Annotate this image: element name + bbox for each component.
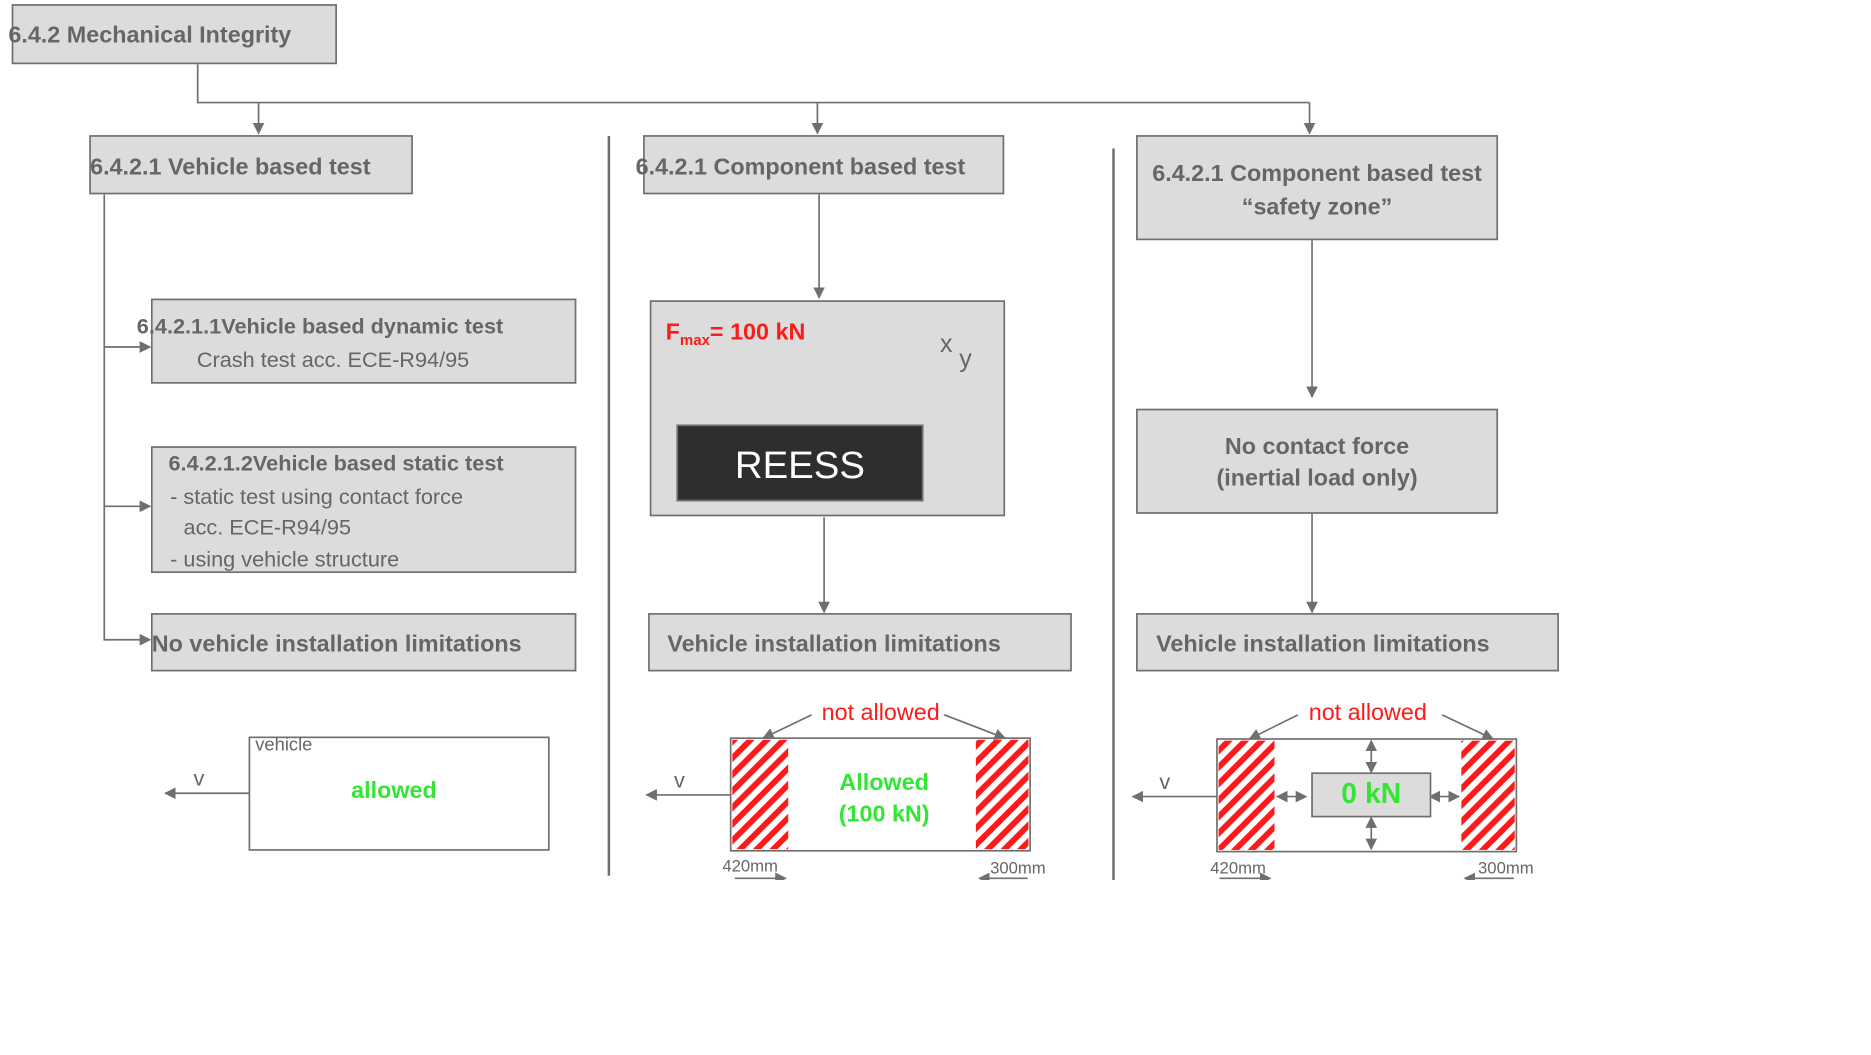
no-contact-box (1136, 408, 1499, 514)
col1-header: 6.4.2.1 Vehicle based test (90, 153, 371, 180)
pointer-left-col3 (1248, 714, 1299, 740)
diagram-canvas: 6.4.2 Mechanical Integrity 6.4.2.1 Vehic… (8, 4, 1559, 880)
hatch-zone-right-col3 (1461, 740, 1515, 850)
title-branch-line (196, 64, 1310, 104)
col3-limitation: Vehicle installation limitations (1156, 630, 1490, 657)
velocity-label-col3: v (1159, 769, 1171, 795)
static-test-box (150, 446, 577, 574)
zero-kn-label: 0 kN (1341, 778, 1402, 810)
dim-label-right-col3: 300mm (1478, 859, 1534, 878)
dynamic-test-box (150, 298, 577, 384)
hatch-zone-left-col3 (1218, 740, 1275, 850)
static-test-line-3: - using vehicle structure (170, 546, 400, 572)
pointer-right-col2 (943, 714, 1007, 740)
col3-header-line2: “safety zone” (1241, 193, 1393, 220)
velocity-label-col2: v (673, 767, 685, 793)
vehicle-outline-col1 (248, 736, 550, 851)
col2-limitation-box (648, 613, 1072, 672)
static-test-line-2: acc. ECE-R94/95 (183, 514, 352, 540)
col2-limitation: Vehicle installation limitations (667, 630, 1001, 657)
not-allowed-label-col3: not allowed (1308, 698, 1427, 725)
allowed-label-col2-line1: Allowed (839, 769, 929, 795)
col2-header: 6.4.2.1 Component based test (635, 153, 966, 180)
fmax-label: Fmax= 100 kN (666, 319, 806, 350)
no-contact-line2: (inertial load only) (1216, 464, 1418, 491)
reess-block (676, 424, 924, 502)
col3-limitation-box (1136, 613, 1559, 672)
pointer-right-col3 (1441, 714, 1495, 740)
pointer-left-col2 (762, 714, 812, 739)
dim-label-left-col3: 420mm (1210, 859, 1266, 878)
fmax-subscript: max (679, 331, 710, 349)
hatch-zone-left-col2 (732, 739, 789, 850)
no-contact-line1: No contact force (1224, 432, 1410, 459)
vehicle-label: vehicle (255, 734, 313, 755)
dim-label-left-col2: 420mm (722, 857, 778, 876)
col3-header-box (1136, 135, 1499, 241)
not-allowed-label-col2: not allowed (821, 698, 940, 725)
dim-label-right-col2: 300mm (990, 859, 1046, 878)
allowed-label-col1: allowed (351, 777, 437, 804)
col1-limitation-box (150, 613, 577, 672)
zero-kn-box (1311, 772, 1432, 818)
axis-y-label: y (959, 345, 972, 373)
title-box (11, 4, 337, 65)
static-test-line-1: - static test using contact force (170, 483, 464, 509)
allowed-label-col2-line2: (100 kN) (838, 800, 930, 827)
page-title: 6.4.2 Mechanical Integrity (8, 21, 292, 48)
axis-x-label: x (940, 330, 953, 358)
col1-header-box (89, 135, 413, 195)
fmax-value: = 100 kN (709, 318, 806, 345)
col3-header-line1: 6.4.2.1 Component based test (1152, 160, 1482, 187)
reess-label: REESS (734, 442, 865, 487)
fmax-symbol: F (665, 318, 680, 345)
velocity-label-col1: v (193, 765, 205, 791)
static-test-title: 6.4.2.1.2Vehicle based static test (168, 450, 504, 476)
col1-limitation: No vehicle installation limitations (151, 630, 522, 657)
dynamic-test-title: 6.4.2.1.1Vehicle based dynamic test (136, 313, 504, 339)
dynamic-test-subtitle: Crash test acc. ECE-R94/95 (196, 346, 470, 373)
hatch-zone-right-col2 (975, 739, 1029, 850)
col2-header-box (643, 135, 1005, 195)
